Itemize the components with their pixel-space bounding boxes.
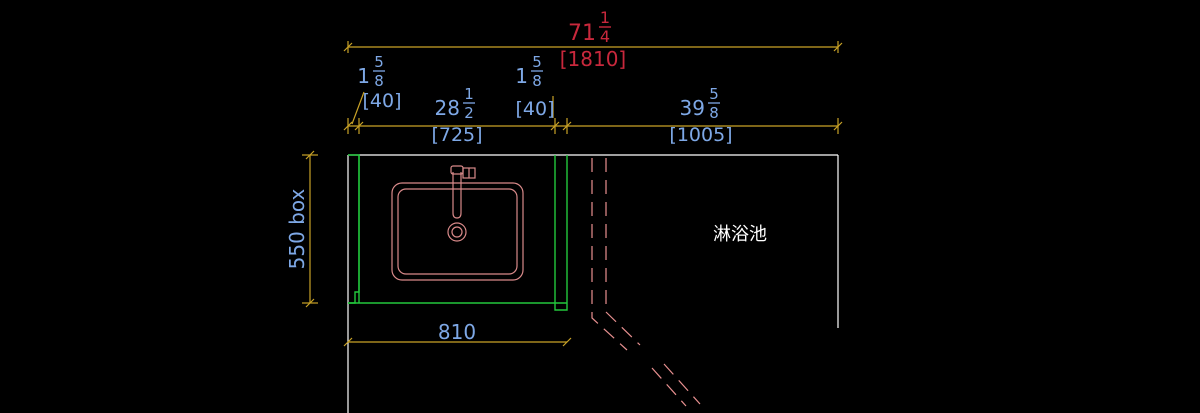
overall-num: 1	[600, 8, 610, 27]
cabinet-left-side	[348, 154, 360, 304]
faucet-spout	[452, 172, 462, 219]
walls	[347, 154, 839, 413]
overall-dimension: 71 1 4 [1810]	[343, 8, 843, 71]
vertical-dimension: 550 box	[285, 150, 318, 308]
shower-glass-line-1	[591, 158, 628, 351]
right-wall-num: 5	[532, 53, 542, 71]
left-wall-whole: 1	[357, 64, 370, 88]
segment-dimensions	[343, 91, 843, 134]
vanity-dimension: 28 1 2 [725]	[431, 85, 482, 146]
overall-den: 4	[600, 27, 610, 46]
vanity-metric: [725]	[431, 124, 482, 146]
sink-drain-inner	[451, 226, 463, 238]
vertical-dim-tick-top	[305, 150, 315, 160]
sink-drain-outer	[447, 222, 467, 242]
overall-whole: 71	[568, 21, 596, 46]
right-wall-whole: 1	[515, 64, 528, 88]
right-wall-dimension: 1 5 8 [40]	[515, 53, 554, 120]
shower-den: 8	[709, 104, 719, 122]
shower-room-label: 淋浴池	[713, 224, 767, 245]
shower-glass-line-2	[605, 158, 641, 346]
sink-inner-basin	[397, 188, 518, 275]
segment-tick-3	[562, 121, 572, 131]
overall-metric: [1810]	[560, 47, 627, 71]
left-wall-num: 5	[374, 53, 384, 71]
overall-dim-tick-left	[343, 42, 353, 52]
shower-num: 5	[709, 85, 719, 103]
vanity-cabinet	[348, 154, 568, 311]
vertical-dim-tick-bottom	[305, 298, 315, 308]
segment-tick-1	[354, 121, 364, 131]
right-wall-metric: [40]	[515, 98, 554, 120]
bottom-dim-tick-left	[343, 337, 353, 347]
bottom-dim-label: 810	[438, 320, 476, 344]
right-wall-den: 8	[532, 72, 542, 90]
shower-dimension: 39 5 8 [1005]	[669, 85, 732, 146]
overall-dim-tick-right	[833, 42, 843, 52]
vanity-whole: 28	[435, 96, 460, 120]
left-wall-den: 8	[374, 72, 384, 90]
sink	[391, 165, 524, 281]
left-wall-leader	[351, 91, 365, 125]
vanity-den: 2	[464, 104, 474, 122]
left-wall-metric: [40]	[362, 90, 401, 112]
vertical-dim-label: 550 box	[285, 188, 309, 269]
cabinet-right-side	[554, 155, 568, 311]
shower-door-swing-1	[651, 367, 687, 407]
shower-whole: 39	[680, 96, 705, 120]
segment-tick-0	[343, 121, 353, 131]
shower-door-swing-2	[663, 363, 701, 405]
bottom-dim-tick-right	[562, 337, 572, 347]
left-wall-dimension: 1 5 8 [40]	[357, 53, 401, 112]
shower-metric: [1005]	[669, 124, 732, 146]
bottom-dimension: 810	[343, 320, 572, 347]
segment-tick-4	[833, 121, 843, 131]
segment-tick-2	[550, 121, 560, 131]
sink-outer-rim	[391, 182, 524, 281]
shower-enclosure	[591, 158, 701, 407]
vanity-num: 1	[464, 85, 474, 103]
